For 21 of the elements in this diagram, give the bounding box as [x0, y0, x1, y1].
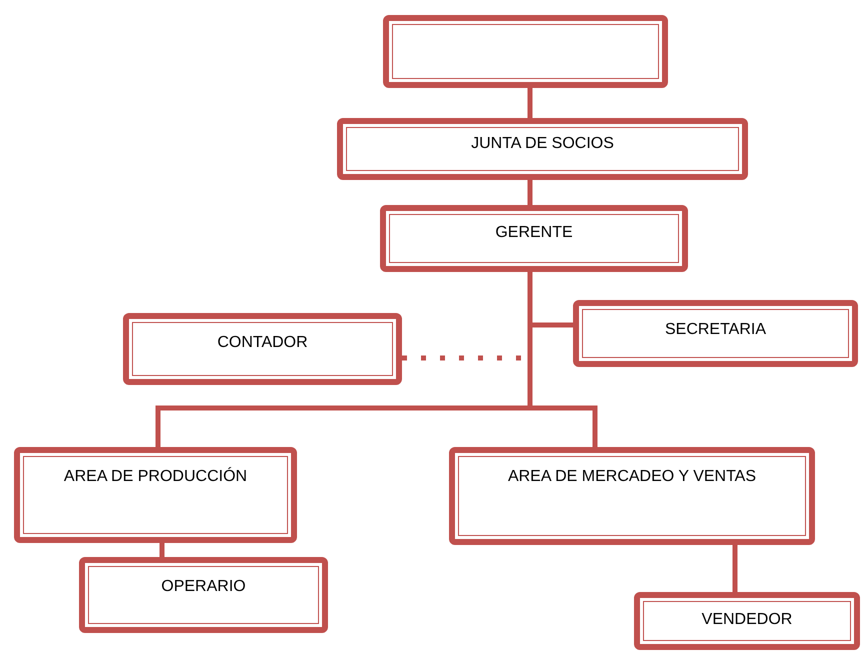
box-label: AREA DE MERCADEO Y VENTAS — [508, 467, 756, 487]
org-box — [123, 313, 402, 385]
connector-line — [528, 180, 532, 205]
box-label: SECRETARIA — [664, 320, 766, 340]
connector-line — [732, 545, 738, 592]
org-box — [634, 592, 860, 650]
org-box — [383, 15, 668, 88]
box-label: OPERARIO — [161, 577, 246, 597]
box-label: AREA DE PRODUCCIÓN — [64, 467, 248, 487]
org-box — [79, 557, 328, 633]
box-label: JUNTA DE SOCIOS — [471, 134, 614, 154]
box-label: GERENTE — [495, 223, 573, 243]
org-box — [380, 205, 688, 272]
connector-line — [528, 88, 532, 118]
connector-line — [160, 543, 164, 557]
box-label: VENDEDOR — [702, 610, 792, 630]
box-label: CONTADOR — [217, 333, 308, 353]
org-box — [14, 447, 297, 543]
org-box — [449, 447, 815, 545]
org-box — [573, 300, 858, 367]
org-box — [337, 118, 748, 180]
